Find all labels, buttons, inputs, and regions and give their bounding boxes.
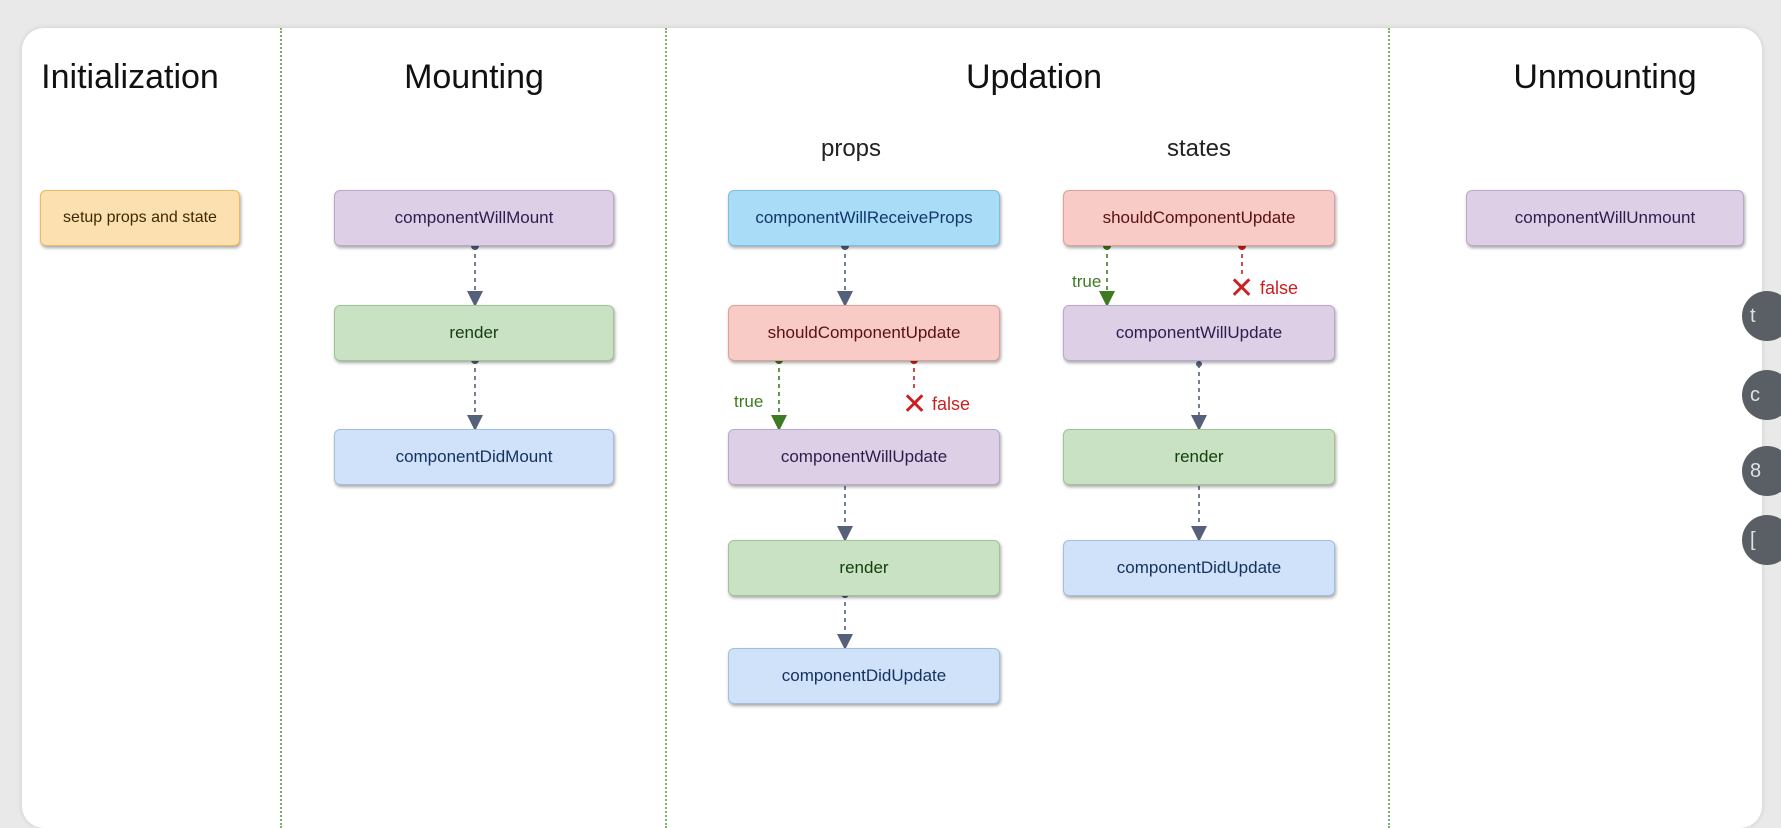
node-states-component-did-update: componentDidUpdate xyxy=(1063,540,1335,596)
side-button-1[interactable]: t xyxy=(1742,291,1781,341)
label-props-false: false xyxy=(932,394,971,414)
node-props-should-component-update: shouldComponentUpdate xyxy=(728,305,1000,361)
label-states-true: true xyxy=(1072,272,1102,291)
side-button-2[interactable]: c xyxy=(1742,370,1781,420)
node-states-render: render xyxy=(1063,429,1335,485)
node-mount-component-will-mount: componentWillMount xyxy=(334,190,614,246)
subtitle-props: props xyxy=(820,135,882,162)
node-props-component-will-receive-props: componentWillReceiveProps xyxy=(728,190,1000,246)
section-title-initialization: Initialization xyxy=(41,58,219,96)
divider-init-mount xyxy=(280,28,282,828)
section-title-unmounting: Unmounting xyxy=(1513,58,1697,96)
connector-arrows xyxy=(467,242,1246,650)
node-unmount-component-will-unmount: componentWillUnmount xyxy=(1466,190,1744,246)
label-states-false: false xyxy=(1260,278,1299,298)
states-false-cross-icon: ✕ xyxy=(1229,272,1255,305)
node-props-component-will-update: componentWillUpdate xyxy=(728,429,1000,485)
props-false-cross-icon: ✕ xyxy=(902,388,928,421)
node-mount-component-did-mount: componentDidMount xyxy=(334,429,614,485)
divider-update-unmount xyxy=(1388,28,1390,828)
divider-mount-update xyxy=(665,28,667,828)
node-props-render: render xyxy=(728,540,1000,596)
lifecycle-diagram: Initialization Mounting Updation Unmount… xyxy=(22,28,1762,828)
subtitle-states: states xyxy=(1166,135,1232,162)
node-states-component-will-update: componentWillUpdate xyxy=(1063,305,1335,361)
node-setup-props-state: setup props and state xyxy=(40,190,240,246)
side-button-4[interactable]: [ xyxy=(1742,515,1781,565)
node-states-should-component-update: shouldComponentUpdate xyxy=(1063,190,1335,246)
node-mount-render: render xyxy=(334,305,614,361)
node-props-component-did-update: componentDidUpdate xyxy=(728,648,1000,704)
side-button-3[interactable]: 8 xyxy=(1742,446,1781,496)
label-props-true: true xyxy=(734,392,764,411)
section-title-mounting: Mounting xyxy=(404,58,544,96)
section-title-updation: Updation xyxy=(965,58,1103,96)
